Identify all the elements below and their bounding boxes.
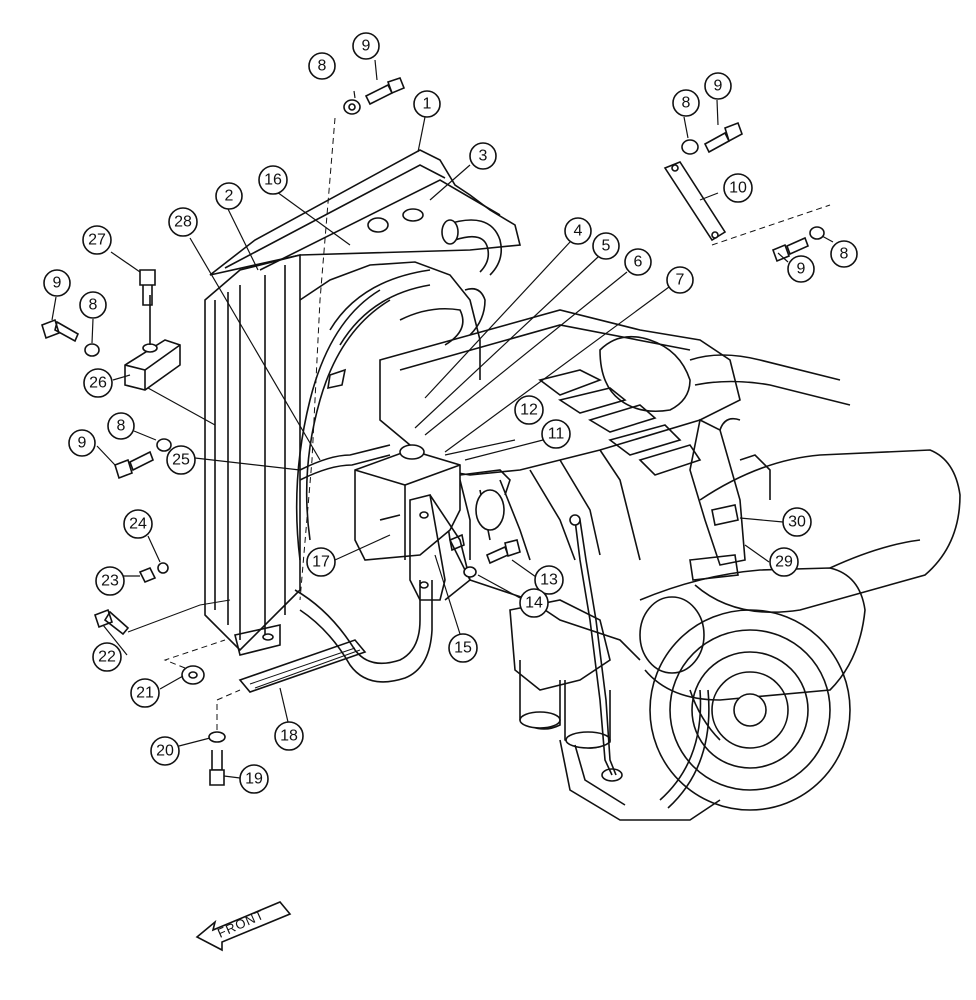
callout-12: 12 [514,395,544,425]
svg-text:3: 3 [479,148,488,165]
callout-9-upper-right: 9 [704,72,732,100]
svg-text:FRONT: FRONT [215,907,267,941]
callout-9-left: 9 [43,269,71,297]
svg-text:11: 11 [548,426,565,443]
svg-text:23: 23 [101,573,119,590]
svg-text:4: 4 [574,223,583,240]
svg-text:30: 30 [788,514,806,531]
svg-text:6: 6 [634,254,643,271]
leader-lines [51,59,834,779]
callout-18: 18 [274,721,304,751]
callout-5: 5 [592,232,620,260]
svg-text:1: 1 [423,96,432,113]
callout-11: 11 [541,419,571,449]
callout-1: 1 [413,90,441,118]
callout-15: 15 [448,633,478,663]
svg-text:8: 8 [89,297,98,314]
svg-text:26: 26 [89,375,107,392]
svg-text:2: 2 [225,188,234,205]
callout-23: 23 [95,566,125,596]
callout-30: 30 [782,507,812,537]
callout-27: 27 [82,225,112,255]
radiator-assembly [204,149,522,693]
svg-text:8: 8 [117,418,126,435]
svg-text:8: 8 [682,95,691,112]
upper-hoses [327,219,503,390]
callout-17: 17 [306,547,336,577]
callout-10: 10 [723,173,753,203]
svg-text:12: 12 [520,402,538,419]
svg-text:20: 20 [156,743,174,760]
svg-text:14: 14 [525,595,543,612]
callout-26: 26 [83,368,113,398]
callout-7: 7 [666,266,694,294]
callout-25: 25 [166,445,196,475]
svg-text:22: 22 [98,649,116,666]
callout-2: 2 [215,182,243,210]
callout-28: 28 [168,207,198,237]
svg-text:8: 8 [840,246,849,263]
svg-text:7: 7 [676,272,685,289]
callout-6: 6 [624,248,652,276]
callout-9-right: 9 [787,255,815,283]
svg-text:16: 16 [264,172,282,189]
svg-text:9: 9 [714,78,723,95]
svg-text:10: 10 [729,180,747,197]
front-direction-arrow: FRONT [195,901,292,952]
callout-20: 20 [150,736,180,766]
svg-text:9: 9 [797,261,806,278]
svg-text:15: 15 [454,640,472,657]
engine-block [379,309,851,821]
hardware-parts [41,77,831,786]
svg-text:19: 19 [245,771,263,788]
callout-13: 13 [534,565,564,595]
muffler [639,449,961,701]
callout-29: 29 [769,547,799,577]
svg-text:9: 9 [78,435,87,452]
svg-text:9: 9 [362,38,371,55]
callout-8-top: 8 [308,52,336,80]
callout-8-upper-right: 8 [672,89,700,117]
svg-text:21: 21 [136,685,154,702]
svg-text:18: 18 [280,728,298,745]
callout-3: 3 [469,142,497,170]
callout-19: 19 [239,764,269,794]
callout-22: 22 [92,642,122,672]
svg-text:29: 29 [775,554,793,571]
callout-14: 14 [519,588,549,618]
svg-text:24: 24 [129,516,147,533]
callout-24: 24 [123,509,153,539]
callout-9-top: 9 [352,32,380,60]
callout-8-left: 8 [79,291,107,319]
svg-text:8: 8 [318,58,327,75]
flywheel [649,609,851,811]
svg-text:13: 13 [540,572,558,589]
callout-21: 21 [130,678,160,708]
svg-text:17: 17 [312,554,330,571]
callout-8-mid-left: 8 [107,412,135,440]
svg-text:5: 5 [602,238,611,255]
reservoir-tank [299,444,471,601]
callout-8-right: 8 [830,240,858,268]
svg-text:27: 27 [88,232,106,249]
svg-text:9: 9 [53,275,62,292]
callout-9-mid-left: 9 [68,429,96,457]
callout-4: 4 [564,217,592,245]
svg-text:28: 28 [174,214,192,231]
callouts: 1 2 3 4 5 6 7 8 9 8 9 10 9 8 11 12 13 14… [43,32,858,794]
callout-16: 16 [258,165,288,195]
svg-text:25: 25 [172,452,190,469]
bracket [124,295,181,391]
